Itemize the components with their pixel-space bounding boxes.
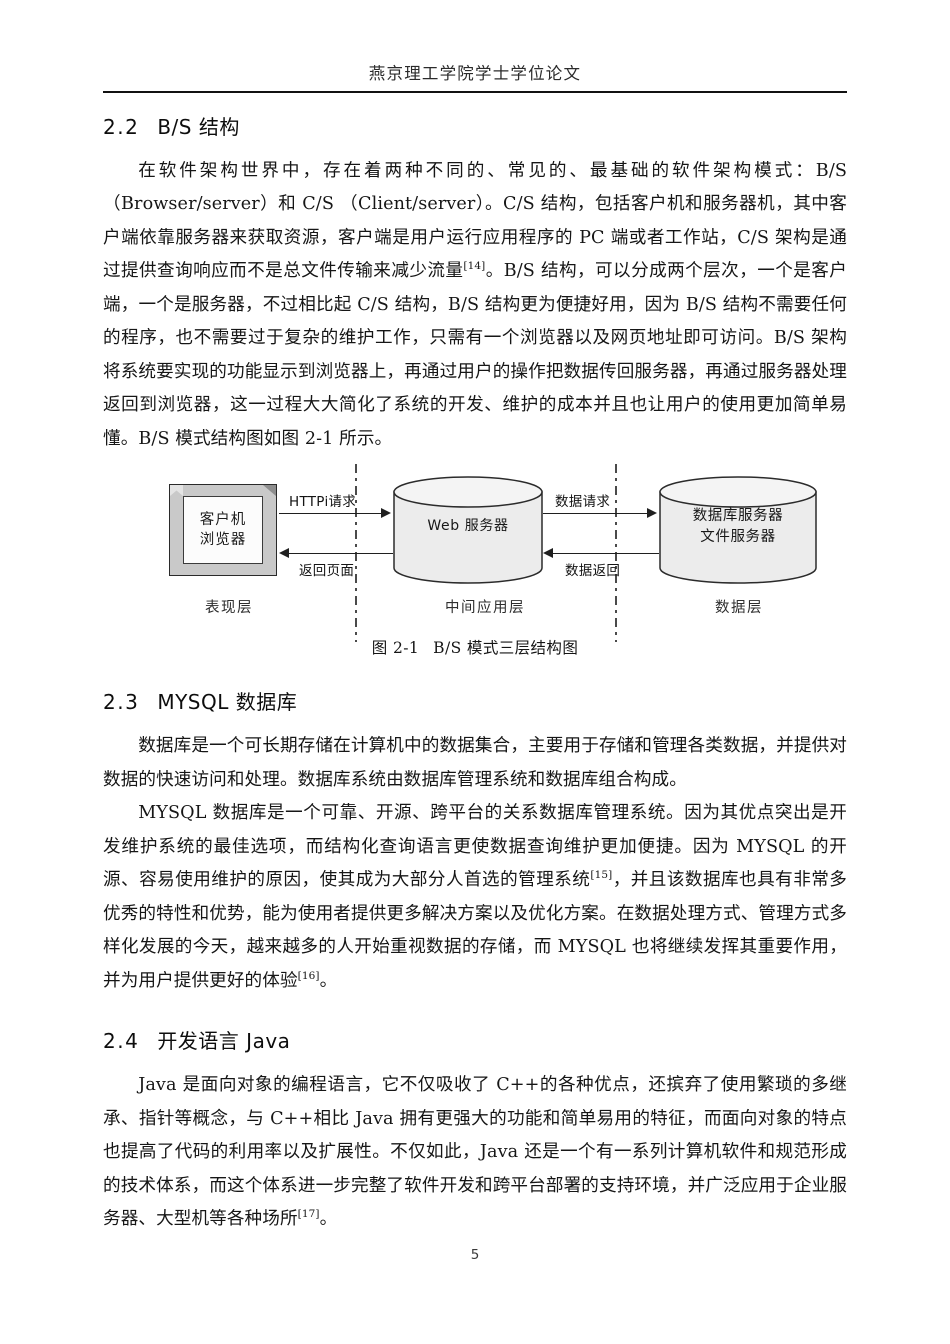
arrow-label-data-return: 数据返回 — [565, 563, 621, 580]
layer-label-presentation: 表现层 — [205, 600, 253, 617]
page-content: 燕京理工学院学士学位论文 2.2 B/S 结构 在软件架构世界中，存在着两种不同的… — [103, 0, 847, 1237]
arrow-return-page-head — [279, 548, 289, 559]
running-header-title: 燕京理工学院学士学位论文 — [368, 64, 582, 83]
db-server-label-line1: 数据库服务器 — [692, 508, 784, 525]
box-bevel-right — [263, 485, 276, 497]
section-title-2-3: MYSQL 数据库 — [157, 690, 298, 715]
arrow-label-return-page: 返回页面 — [299, 563, 355, 580]
citation-16: [16] — [297, 969, 320, 982]
client-browser-screen: 客户机 浏览器 — [183, 496, 263, 565]
box-bevel-topleft — [170, 485, 183, 497]
running-header: 燕京理工学院学士学位论文 — [103, 0, 847, 84]
db-server-label-line2: 文件服务器 — [700, 529, 776, 546]
client-label-line2: 浏览器 — [199, 532, 247, 549]
paragraph-java-text-2: 。 — [319, 1209, 338, 1230]
figure-caption-label: 图 2-1 — [371, 639, 420, 658]
section-title-2-4: 开发语言 Java — [157, 1029, 291, 1054]
arrow-http-request-line — [279, 513, 383, 515]
section-heading-2-3: 2.3 MYSQL 数据库 — [103, 689, 847, 715]
web-server-label: Web 服务器 — [427, 518, 509, 535]
figure-2-1: 客户机 浏览器 Web 服务器 数据库服务器 文件服务器 — [103, 464, 847, 669]
section-heading-2-2: 2.2 B/S 结构 — [103, 114, 847, 140]
section-number-2-4: 2.4 — [103, 1029, 140, 1054]
layer-label-middle: 中间应用层 — [445, 600, 525, 617]
page-number: 5 — [470, 1247, 480, 1263]
db-server-cylinder: 数据库服务器 文件服务器 — [659, 476, 817, 585]
paragraph-bs-text-1: 在软件架构世界中，存在着两种不同的、常见的、最基础的软件架构模式：B/S（Bro… — [103, 160, 847, 282]
header-divider-rule — [103, 90, 847, 93]
arrow-data-return-line — [553, 553, 659, 555]
client-label-line1: 客户机 — [199, 512, 247, 529]
section-title-2-2: B/S 结构 — [157, 114, 240, 139]
paragraph-bs-structure: 在软件架构世界中，存在着两种不同的、常见的、最基础的软件架构模式：B/S（Bro… — [103, 155, 847, 457]
cylinder-shape-db — [659, 476, 817, 585]
paragraph-bs-text-2: 。B/S 结构，可以分成两个层次，一个是客户端，一个是服务器，不过相比起 C/S… — [103, 261, 847, 449]
citation-15: [15] — [590, 869, 613, 882]
section-number-2-3: 2.3 — [103, 690, 140, 715]
client-browser-box: 客户机 浏览器 — [169, 484, 277, 577]
paragraph-mysql-text-3: 。 — [319, 970, 338, 991]
paragraph-mysql-features: MYSQL 数据库是一个可靠、开源、跨平台的关系数据库管理系统。因为其优点突出是… — [103, 797, 847, 998]
arrow-data-request-head — [647, 508, 657, 519]
paragraph-mysql-text-1: MYSQL 数据库是一个可靠、开源、跨平台的关系数据库管理系统。因为其优点突出是… — [103, 803, 847, 891]
web-server-cylinder: Web 服务器 — [393, 476, 543, 585]
paragraph-java-language: Java 是面向对象的编程语言，它不仅吸收了 C++的各种优点，还摈弃了使用繁琐… — [103, 1069, 847, 1237]
arrow-http-request-head — [381, 508, 391, 519]
figure-caption: 图 2-1 B/S 模式三层结构图 — [103, 636, 847, 658]
paragraph-mysql-text-2: ，并且该数据库也具有非常多优秀的特性和优势，能为使用者提供更多解决方案以及优化方… — [103, 870, 848, 991]
citation-14: [14] — [463, 260, 486, 273]
arrow-data-return-head — [543, 548, 553, 559]
arrow-data-request-line — [543, 513, 649, 515]
section-heading-2-4: 2.4 开发语言 Java — [103, 1028, 847, 1054]
figure-caption-text: B/S 模式三层结构图 — [433, 639, 579, 658]
cylinder-shape-web — [393, 476, 543, 585]
paragraph-database-definition: 数据库是一个可长期存储在计算机中的数据集合，主要用于存储和管理各类数据，并提供对… — [103, 736, 847, 790]
citation-17: [17] — [297, 1208, 320, 1221]
arrow-label-data-request: 数据请求 — [555, 494, 611, 511]
layer-label-data: 数据层 — [715, 600, 763, 617]
paragraph-java-text-1: Java 是面向对象的编程语言，它不仅吸收了 C++的各种优点，还摈弃了使用繁琐… — [103, 1075, 847, 1230]
arrow-return-page-line — [289, 553, 393, 555]
arrow-label-http-request: HTTPi请求 — [289, 494, 357, 511]
section-number-2-2: 2.2 — [103, 114, 140, 139]
